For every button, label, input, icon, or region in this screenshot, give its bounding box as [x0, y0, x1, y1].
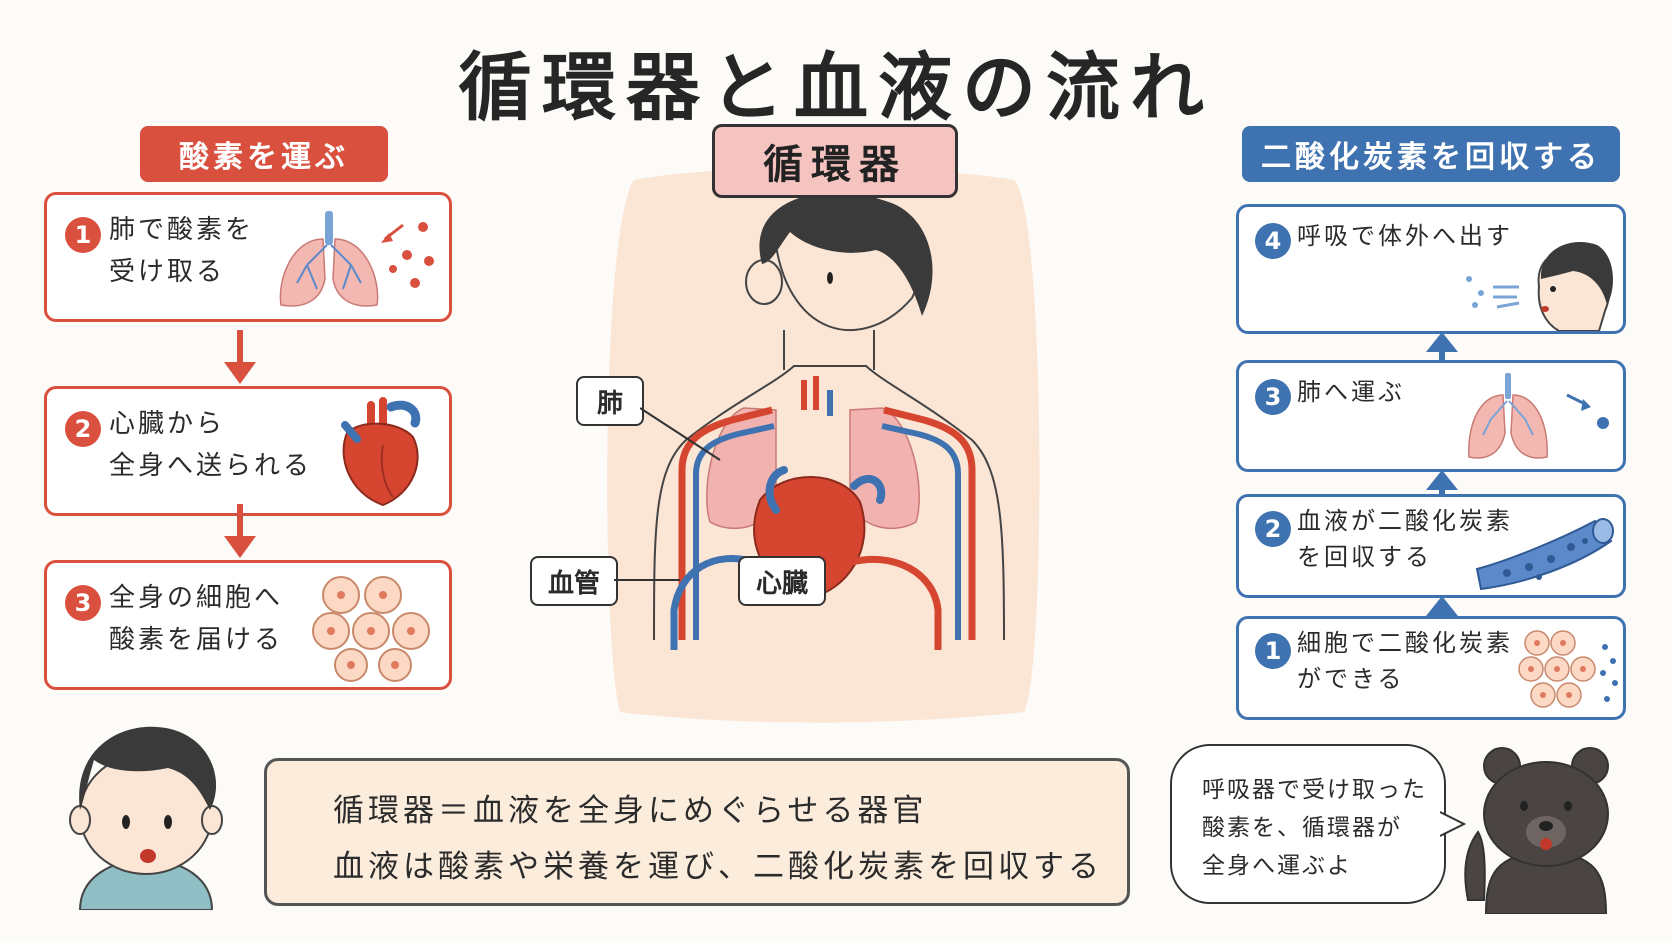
step-text-line1: 呼吸で体外へ出す: [1297, 222, 1513, 250]
step-text-line2: を回収する: [1297, 543, 1432, 571]
oxygen-section-header: 酸素を運ぶ: [140, 126, 388, 182]
step-number-badge: 2: [1255, 511, 1291, 547]
bubble-line-1: 呼吸器で受け取った: [1202, 777, 1427, 803]
step-text-line1: 細胞で二酸化炭素: [1297, 629, 1513, 657]
step-text-line1: 肺へ運ぶ: [1297, 378, 1405, 406]
heart-icon: [341, 397, 421, 507]
cells-icon: [1518, 630, 1618, 708]
lungs-icon: [1468, 373, 1609, 459]
oxygen-step-1-card: 1 肺で酸素を 受け取る: [44, 192, 452, 322]
speech-bubble: 呼吸器で受け取った 酸素を、循環器が 全身へ運ぶよ: [1170, 744, 1446, 904]
summary-line-2: 血液は酸素や栄養を運び、二酸化炭素を回収する: [333, 849, 1103, 885]
step-number-badge: 3: [1255, 379, 1291, 415]
vessel-label: 血管: [530, 556, 618, 606]
bubble-line-3: 全身へ運ぶよ: [1202, 853, 1352, 879]
lung-leader-line: [640, 407, 721, 461]
step-number-badge: 1: [1255, 633, 1291, 669]
co2-step-2-card: 2 血液が二酸化炭素 を回収する: [1236, 494, 1626, 598]
heart-label: 心臓: [738, 556, 826, 606]
summary-box: 循環器＝血液を全身にめぐらせる器官 血液は酸素や栄養を運び、二酸化炭素を回収する: [264, 758, 1130, 906]
step-number-badge: 2: [65, 411, 101, 447]
circulatory-system-header: 循環器: [712, 124, 958, 198]
co2-step-4-card: 4 呼吸で体外へ出す: [1236, 204, 1626, 334]
step-number-badge: 1: [65, 217, 101, 253]
step-text-line2: 全身へ送られる: [109, 451, 313, 481]
boy-character: [69, 726, 223, 910]
co2-step-3-card: 3 肺へ運ぶ: [1236, 360, 1626, 472]
step-text-line2: ができる: [1297, 665, 1405, 693]
step-text-line1: 肺で酸素を: [109, 215, 255, 245]
bear-character: [1464, 747, 1609, 914]
lungs-icon: [279, 211, 434, 307]
body-diagram: [607, 170, 1040, 723]
summary-line-1: 循環器＝血液を全身にめぐらせる器官: [333, 793, 928, 829]
oxygen-step-3-card: 3 全身の細胞へ 酸素を届ける: [44, 560, 452, 690]
page-title: 循環器と血液の流れ: [458, 45, 1214, 131]
blood-vessel-icon: [1475, 518, 1614, 591]
exhaling-child-icon: [1466, 242, 1613, 331]
down-arrow-icon: [224, 504, 256, 558]
lung-label: 肺: [576, 376, 644, 426]
co2-section-header: 二酸化炭素を回収する: [1242, 126, 1620, 182]
co2-step-1-card: 1 細胞で二酸化炭素 ができる: [1236, 616, 1626, 720]
step-number-badge: 3: [65, 585, 101, 621]
down-arrow-icon: [224, 330, 256, 384]
step-text-line1: 心臓から: [109, 409, 226, 439]
step-text-line2: 酸素を届ける: [109, 625, 284, 655]
step-text-line2: 受け取る: [109, 257, 226, 287]
bubble-line-2: 酸素を、循環器が: [1202, 815, 1402, 841]
step-text-line1: 全身の細胞へ: [109, 583, 284, 613]
bubble-tail: [1440, 811, 1466, 837]
vessel-leader-line: [614, 579, 680, 581]
step-text-line1: 血液が二酸化炭素: [1297, 507, 1513, 535]
step-number-badge: 4: [1255, 223, 1291, 259]
cells-icon: [312, 576, 430, 682]
oxygen-step-2-card: 2 心臓から 全身へ送られる: [44, 386, 452, 516]
